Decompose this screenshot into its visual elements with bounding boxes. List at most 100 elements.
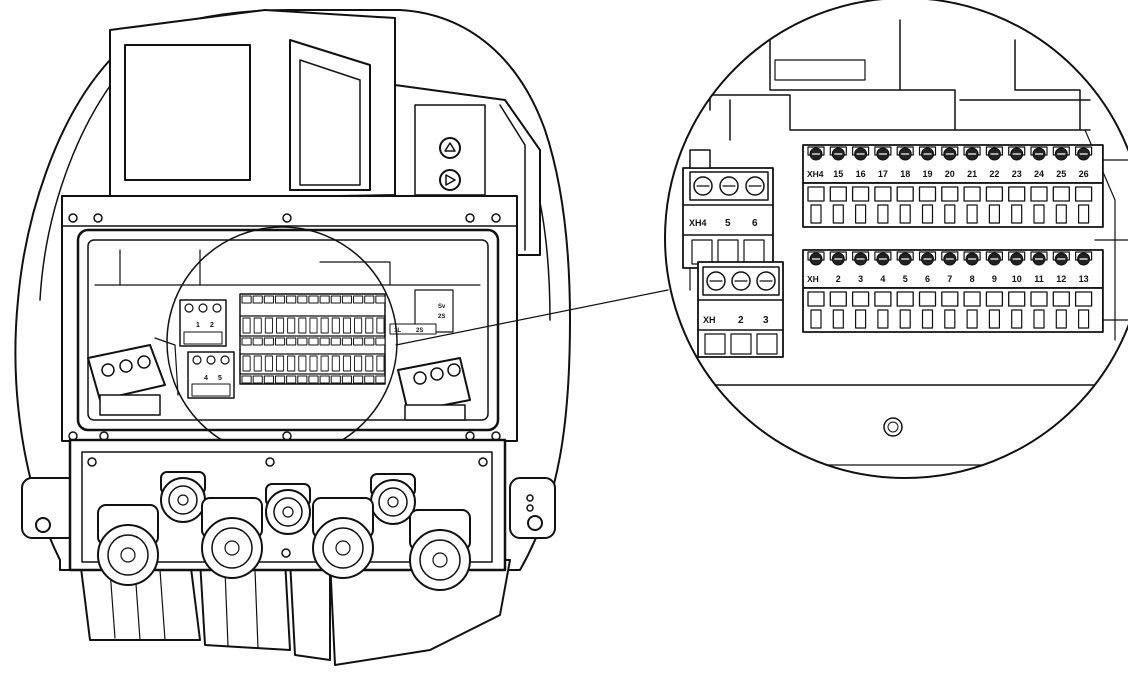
overview-terminal-cell bbox=[308, 295, 319, 304]
detail-strip-lower-terminal-9: 9 bbox=[992, 274, 997, 284]
detail-strip-lower-terminal-7: 7 bbox=[947, 274, 952, 284]
detail-strip-upper-terminal-18: 18 bbox=[900, 169, 910, 179]
baseplate-hole bbox=[883, 417, 903, 437]
detail-strip-lower-terminal-3: 3 bbox=[858, 274, 863, 284]
overview-terminal-slot bbox=[331, 355, 340, 372]
side-label-2: 2S bbox=[438, 314, 445, 320]
overview-terminal-cell bbox=[375, 375, 386, 384]
overview-terminal-cell bbox=[252, 295, 263, 304]
right-button[interactable] bbox=[439, 169, 461, 191]
detail-strip-lower-terminal-10: 10 bbox=[1012, 274, 1022, 284]
overview-terminal-slot bbox=[354, 317, 363, 334]
overview-terminal-cell bbox=[308, 375, 319, 384]
leader-line bbox=[395, 289, 669, 346]
detail-strip-upper-terminal-21: 21 bbox=[967, 169, 977, 179]
overview-terminal-slot bbox=[264, 317, 273, 334]
bottom-label-1: 1L bbox=[394, 328, 401, 334]
side-label-1: Sv bbox=[438, 304, 446, 310]
detail-block-upper: XH4 5 6 bbox=[682, 149, 774, 269]
overview-terminal-slot bbox=[276, 317, 285, 334]
zoom-circle bbox=[664, 0, 1128, 479]
overview-terminal-cell bbox=[241, 337, 252, 346]
small-block-bottom-label-1: 4 bbox=[204, 375, 208, 382]
cooling-fins bbox=[79, 559, 511, 666]
cable-glands-large bbox=[97, 497, 471, 591]
zoom-detail: XH4 5 6 XH 2 3 bbox=[664, 0, 1128, 479]
overview-terminal-cell bbox=[319, 295, 330, 304]
overview-terminal-cell bbox=[319, 375, 330, 384]
overview-terminal-slot bbox=[253, 317, 262, 334]
overview-terminal-slot bbox=[298, 355, 307, 372]
overview-terminal-cell bbox=[263, 375, 274, 384]
overview-terminal-slot bbox=[376, 355, 385, 372]
overview-terminal-slot bbox=[287, 317, 296, 334]
power-connector-left bbox=[87, 337, 179, 416]
overview-terminal-cell bbox=[252, 337, 263, 346]
overview-terminal-strips bbox=[239, 293, 386, 385]
overview-terminal-cell bbox=[297, 337, 308, 346]
overview-terminal-cell bbox=[330, 375, 341, 384]
overview-terminal-slot bbox=[354, 355, 363, 372]
detail-strip-lower-terminal-13: 13 bbox=[1079, 274, 1089, 284]
detail-strip-upper-terminal-25: 25 bbox=[1056, 169, 1066, 179]
detail-block-lower-terminal-3: 3 bbox=[763, 315, 769, 326]
detail-strip-upper-terminal-16: 16 bbox=[856, 169, 866, 179]
detail-strip-upper-terminal-23: 23 bbox=[1012, 169, 1022, 179]
up-button[interactable] bbox=[439, 137, 461, 159]
display-window bbox=[289, 39, 371, 191]
overview-terminal-slot bbox=[365, 355, 374, 372]
overview-terminal-cell bbox=[341, 337, 353, 346]
detail-strip-upper-terminal-19: 19 bbox=[922, 169, 932, 179]
detail-strip-upper-terminal-15: 15 bbox=[833, 169, 843, 179]
detail-strip-upper-terminal-22: 22 bbox=[989, 169, 999, 179]
overview-terminal-cell bbox=[297, 295, 308, 304]
detail-strip-lower-terminal-8: 8 bbox=[970, 274, 975, 284]
overview-terminal-cell bbox=[263, 295, 274, 304]
overview-terminal-cell bbox=[308, 337, 319, 346]
overview-terminal-cell bbox=[375, 295, 386, 304]
overview-terminal-cell bbox=[286, 375, 297, 384]
detail-strip-lower-terminal-6: 6 bbox=[925, 274, 930, 284]
detail-strip-lower-terminal-5: 5 bbox=[903, 274, 908, 284]
overview-terminal-cell bbox=[353, 295, 364, 304]
overview-terminal-slot bbox=[264, 355, 273, 372]
detail-strip-upper-terminal-24: 24 bbox=[1034, 169, 1044, 179]
overview-terminal-cell bbox=[252, 375, 263, 384]
small-terminal-block-bottom: 4 5 bbox=[187, 351, 235, 399]
detail-strip-lower-terminal-2: 2 bbox=[836, 274, 841, 284]
overview-terminal-cell bbox=[330, 295, 341, 304]
overview-terminal-slot bbox=[242, 317, 251, 334]
overview-terminal-slot bbox=[365, 317, 374, 334]
small-block-bottom-label-2: 5 bbox=[218, 375, 222, 382]
overview-terminal-slot bbox=[276, 355, 285, 372]
overview-terminal-cell bbox=[375, 337, 386, 346]
small-terminal-block-top: 1 2 bbox=[179, 299, 227, 347]
overview-terminal-slot bbox=[376, 317, 385, 334]
detail-strip-upper-terminal-17: 17 bbox=[878, 169, 888, 179]
small-block-top-label-2: 2 bbox=[210, 322, 214, 329]
overview-terminal-cell bbox=[341, 375, 353, 384]
overview-terminal-cell bbox=[274, 295, 286, 304]
detail-block-upper-terminal-5: 5 bbox=[725, 218, 731, 229]
detail-block-upper-label: XH4 bbox=[689, 218, 707, 228]
drive-unit: 1 2 4 5 Sv 2S 1L 2S bbox=[14, 9, 571, 666]
detail-strip-lower-label: XH bbox=[807, 274, 819, 284]
overview-terminal-cell bbox=[364, 295, 375, 304]
detail-strip-lower-terminal-12: 12 bbox=[1056, 274, 1066, 284]
detail-block-lower-label: XH bbox=[703, 315, 716, 325]
detail-strip-upper-terminal-26: 26 bbox=[1079, 169, 1089, 179]
overview-terminal-cell bbox=[286, 337, 297, 346]
overview-terminal-slot bbox=[309, 317, 318, 334]
overview-terminal-cell bbox=[274, 375, 286, 384]
overview-terminal-cell bbox=[330, 337, 341, 346]
overview-terminal-slot bbox=[320, 317, 329, 334]
overview-terminal-slot bbox=[342, 355, 351, 372]
overview-terminal-cell bbox=[353, 337, 364, 346]
power-connector-right bbox=[397, 357, 471, 421]
overview-terminal-cell bbox=[297, 375, 308, 384]
small-block-top-label-1: 1 bbox=[196, 322, 200, 329]
